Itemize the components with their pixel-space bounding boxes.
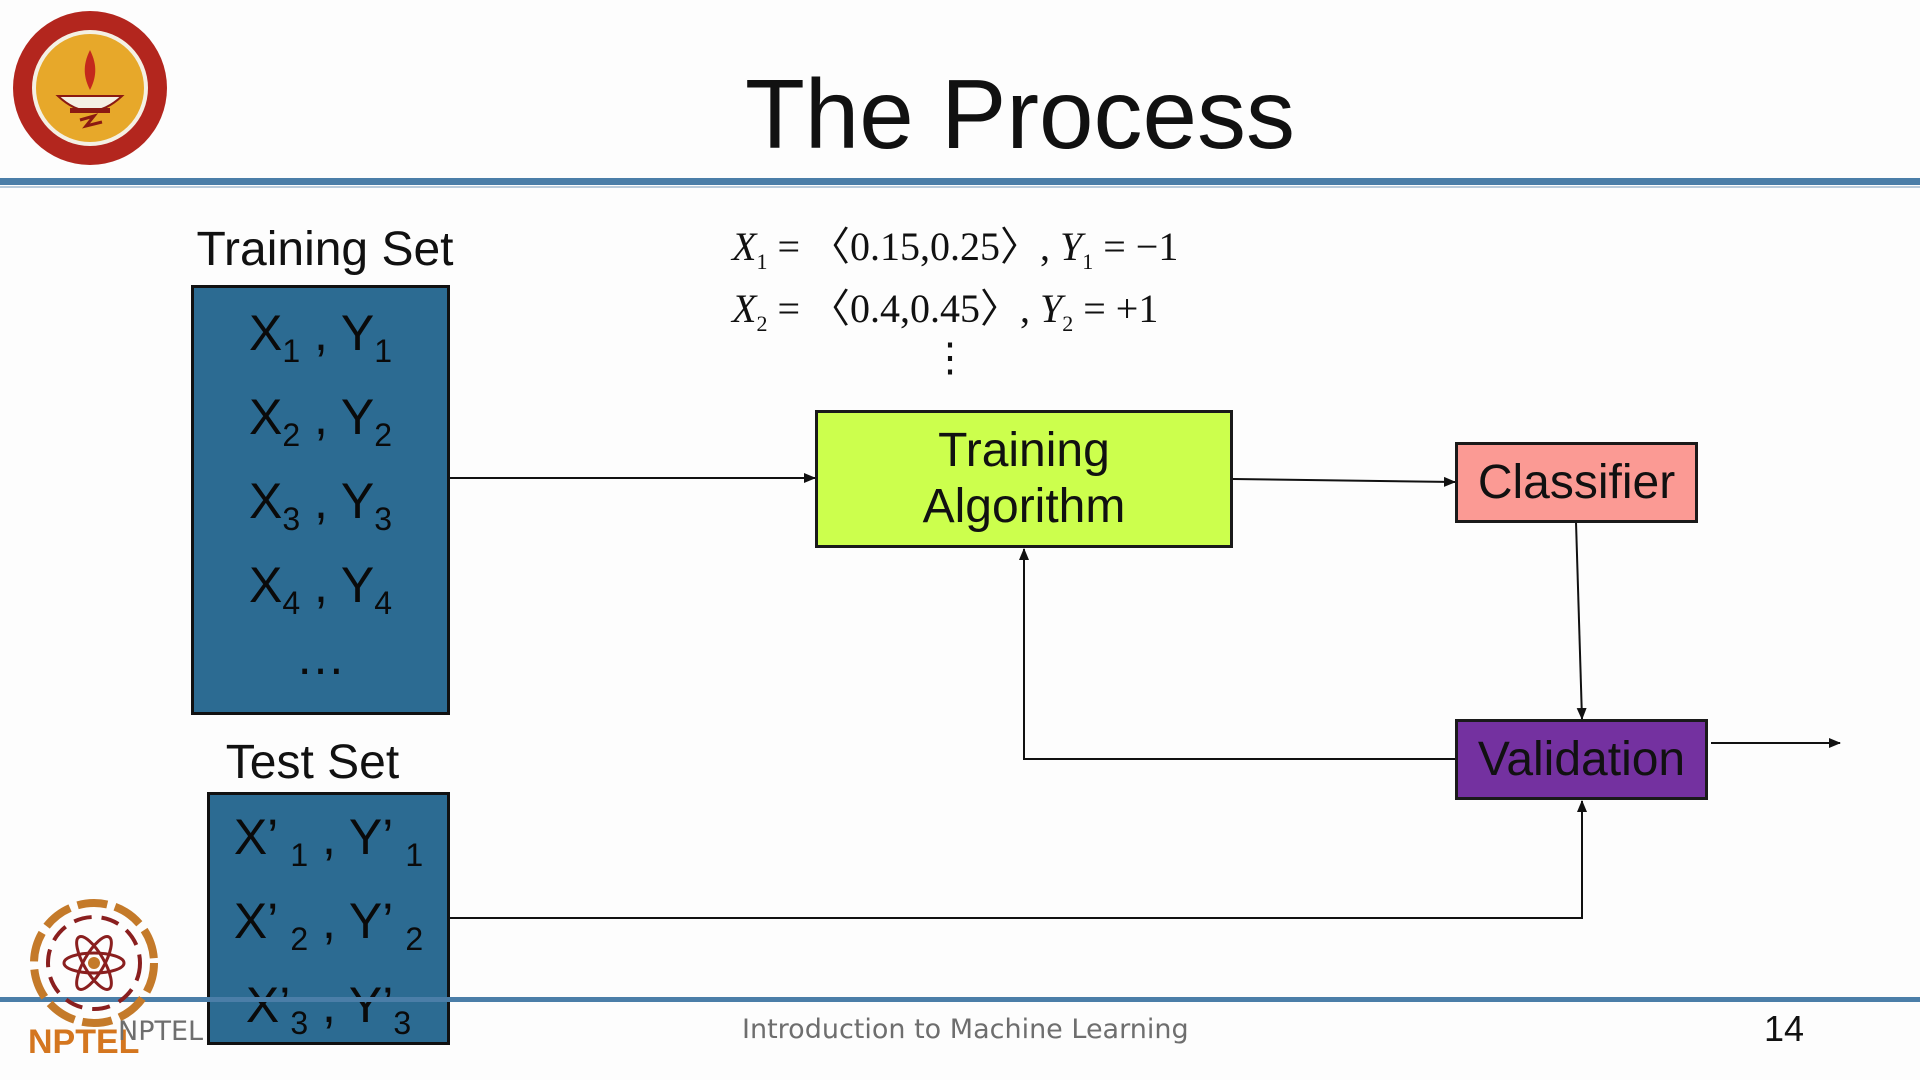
formula-line-1: X1 = 〈0.15,0.25〉, Y1 = −1: [732, 224, 1179, 274]
nptel-logo-text: NPTEL: [28, 1023, 139, 1061]
arrow-classifier-to-validation: [1575, 521, 1587, 720]
arrow-algorithm-to-classifier: [1232, 476, 1456, 487]
header-rule: [0, 178, 1920, 185]
test-pair-3: X’3 , Y’3: [245, 977, 412, 1041]
training-ellipsis: …: [295, 629, 346, 685]
formula-continuation-dots: ⋮: [930, 335, 970, 380]
footer-course-title: Introduction to Machine Learning: [742, 1014, 1189, 1045]
test-pair-2: X’ 2 , Y’ 2: [233, 893, 424, 957]
page-number: 14: [1764, 1008, 1805, 1049]
test-set-box: X’ 1 , Y’ 1 X’ 2 , Y’ 2 X’3 , Y’3: [207, 792, 450, 1045]
test-pair-1: X’ 1 , Y’ 1: [233, 809, 424, 873]
formula-line-2: X2 = 〈0.4,0.45〉, Y2 = +1: [732, 286, 1159, 336]
header-rule-shadow: [0, 186, 1920, 188]
classifier-node: Classifier: [1455, 442, 1698, 523]
test-set-heading: Test Set: [225, 736, 400, 789]
training-set-heading: Training Set: [196, 223, 454, 276]
arrow-validation-feedback: [1019, 548, 1455, 760]
footer-nptel: NPTEL: [118, 1016, 204, 1047]
training-set-box: X1 , Y1 X2 , Y2 X3 , Y3 X4 , Y4 …: [191, 285, 450, 715]
training-pair-2: X2 , Y2: [248, 389, 393, 453]
slide-title: The Process: [744, 59, 1296, 169]
validation-node: Validation: [1455, 719, 1708, 800]
training-pair-3: X3 , Y3: [248, 473, 393, 537]
footer-rule: [0, 997, 1920, 1002]
nptel-logo: NPTEL: [22, 893, 167, 1063]
iitm-logo: [10, 8, 170, 168]
training-pair-1: X1 , Y1: [248, 305, 393, 369]
arrow-test-to-validation: [449, 800, 1587, 919]
training-pair-4: X4 , Y4: [248, 557, 393, 621]
